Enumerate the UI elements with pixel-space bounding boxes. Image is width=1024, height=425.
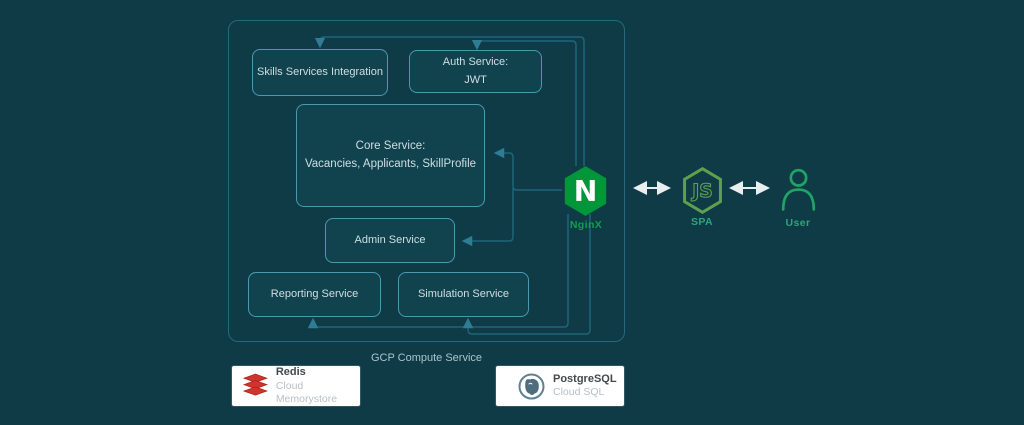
postgresql-icon bbox=[518, 373, 545, 399]
datastore-subtitle: Cloud Memorystore bbox=[275, 379, 338, 405]
redis-icon bbox=[243, 373, 268, 396]
user-icon bbox=[781, 168, 816, 211]
service-label: Reporting Service bbox=[270, 287, 359, 300]
spa-label: SPA bbox=[690, 216, 713, 228]
nginx-icon: N bbox=[564, 166, 607, 216]
route-nginx-to-core bbox=[493, 147, 562, 191]
nodejs-letters: JS bbox=[690, 181, 713, 202]
gcp-group-caption: GCP Compute Service bbox=[370, 352, 483, 364]
service-skills-integration: Skills Services Integration bbox=[252, 49, 388, 96]
datastore-name: Redis bbox=[275, 366, 306, 378]
nginx-letter: N bbox=[574, 175, 598, 208]
service-label-line2: Vacancies, Applicants, SkillProfile bbox=[304, 157, 477, 170]
datastore-postgresql-card: PostgreSQL Cloud SQL bbox=[496, 366, 624, 406]
nodejs-icon: JS bbox=[683, 167, 722, 214]
service-label-line2: JWT bbox=[464, 73, 487, 86]
datastore-name: PostgreSQL bbox=[553, 372, 617, 385]
service-label: Simulation Service bbox=[417, 287, 510, 300]
datastore-redis-card: Redis Cloud Memorystore bbox=[232, 366, 360, 406]
service-reporting: Reporting Service bbox=[248, 272, 381, 317]
service-simulation: Simulation Service bbox=[398, 272, 529, 317]
user-label: User bbox=[785, 217, 811, 229]
service-label: Admin Service bbox=[354, 233, 426, 246]
gcp-compute-group-box bbox=[228, 20, 625, 342]
gateway-to-service-routes bbox=[307, 36, 591, 335]
service-label: Skills Services Integration bbox=[257, 65, 383, 78]
route-nginx-to-skills bbox=[314, 36, 585, 166]
service-label-line1: Auth Service: bbox=[442, 56, 509, 69]
route-nginx-to-simulation bbox=[462, 214, 591, 335]
route-nginx-to-admin bbox=[461, 188, 514, 247]
route-nginx-to-auth bbox=[471, 39, 577, 166]
route-nginx-to-reporting bbox=[307, 214, 569, 329]
service-admin: Admin Service bbox=[325, 218, 455, 263]
nginx-label: NginX bbox=[569, 219, 603, 231]
service-auth: Auth Service: JWT bbox=[409, 50, 542, 93]
service-label-line1: Core Service: bbox=[355, 139, 426, 152]
service-core: Core Service: Vacancies, Applicants, Ski… bbox=[296, 104, 485, 207]
datastore-subtitle: Cloud SQL bbox=[553, 386, 605, 399]
